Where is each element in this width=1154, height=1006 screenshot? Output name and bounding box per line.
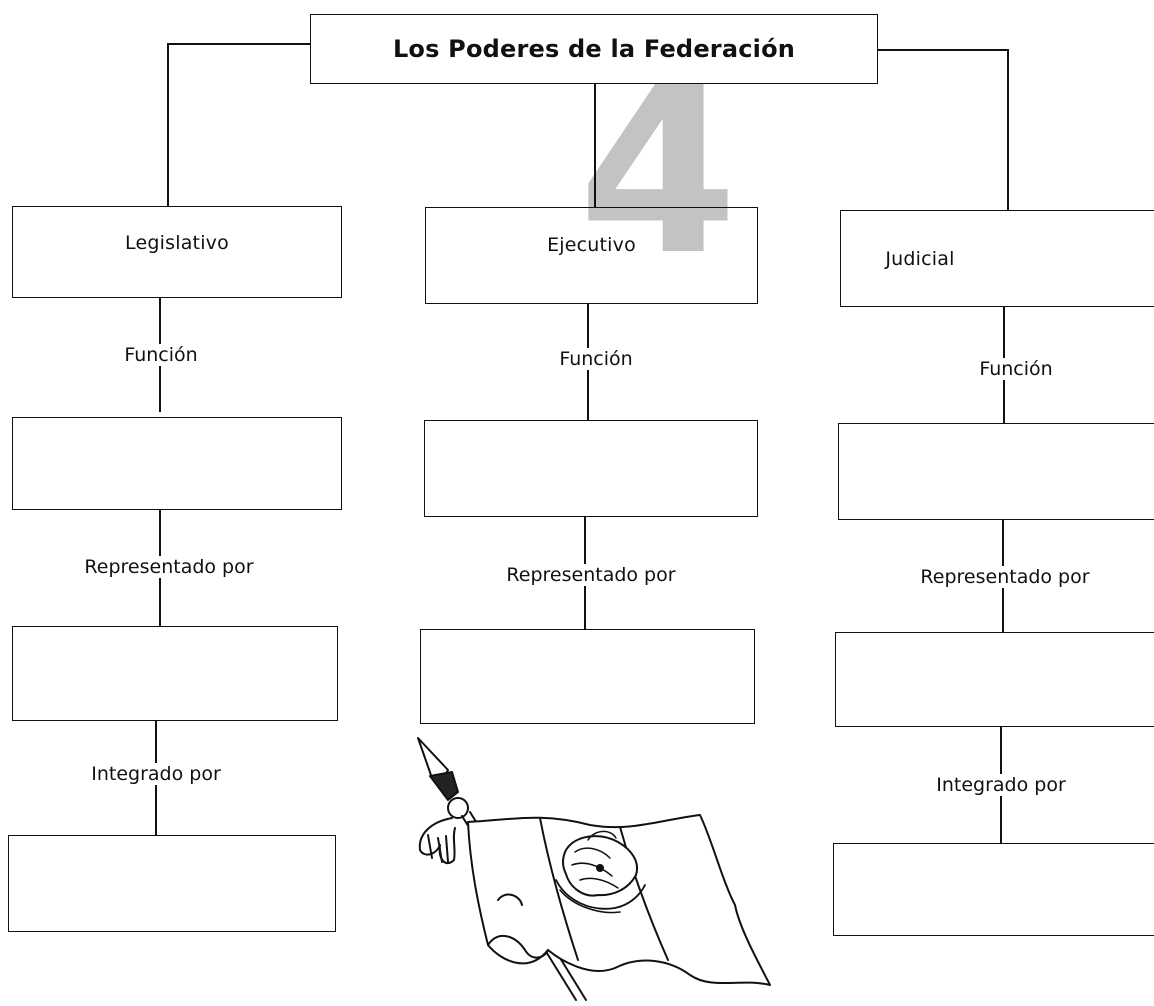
- connector-title-right: [877, 49, 1008, 51]
- branch-box-judicial: Judicial: [840, 210, 1154, 307]
- branch-name-legislativo: Legislativo: [125, 232, 229, 254]
- diagram-title: Los Poderes de la Federación: [392, 35, 796, 63]
- answer-box-representado-legislativo[interactable]: [12, 626, 338, 721]
- label-integrado-judicial: Integrado por: [936, 774, 1066, 796]
- branch-name-judicial: Judicial: [885, 247, 955, 270]
- title-box: Los Poderes de la Federación: [310, 14, 878, 84]
- answer-box-integrado-judicial[interactable]: [833, 843, 1154, 936]
- connector-right-down: [1007, 49, 1009, 211]
- flag-tassel: [418, 817, 456, 865]
- branch-box-ejecutivo: Ejecutivo: [425, 207, 758, 304]
- label-funcion-judicial: Función: [979, 358, 1053, 380]
- connector-left-down: [167, 43, 169, 207]
- answer-box-representado-judicial[interactable]: [835, 632, 1154, 727]
- connector-center-down: [594, 84, 596, 208]
- label-funcion-legislativo: Función: [124, 344, 198, 366]
- label-integrado-legislativo: Integrado por: [91, 763, 221, 785]
- connector-title-left: [167, 43, 311, 45]
- answer-box-funcion-judicial[interactable]: [838, 423, 1154, 520]
- flagpole-ball: [447, 797, 469, 819]
- label-representado-legislativo: Representado por: [84, 556, 254, 578]
- label-representado-judicial: Representado por: [920, 566, 1090, 588]
- branch-box-legislativo: Legislativo: [12, 206, 342, 298]
- watermark-number: 4: [578, 39, 739, 306]
- answer-box-funcion-legislativo[interactable]: [12, 417, 342, 510]
- answer-box-representado-ejecutivo[interactable]: [420, 629, 755, 724]
- flag-cloth: [467, 814, 771, 986]
- answer-box-funcion-ejecutivo[interactable]: [424, 420, 758, 517]
- answer-box-integrado-legislativo[interactable]: [8, 835, 336, 932]
- label-representado-ejecutivo: Representado por: [506, 564, 676, 586]
- label-funcion-ejecutivo: Función: [559, 348, 633, 370]
- branch-name-ejecutivo: Ejecutivo: [547, 233, 636, 256]
